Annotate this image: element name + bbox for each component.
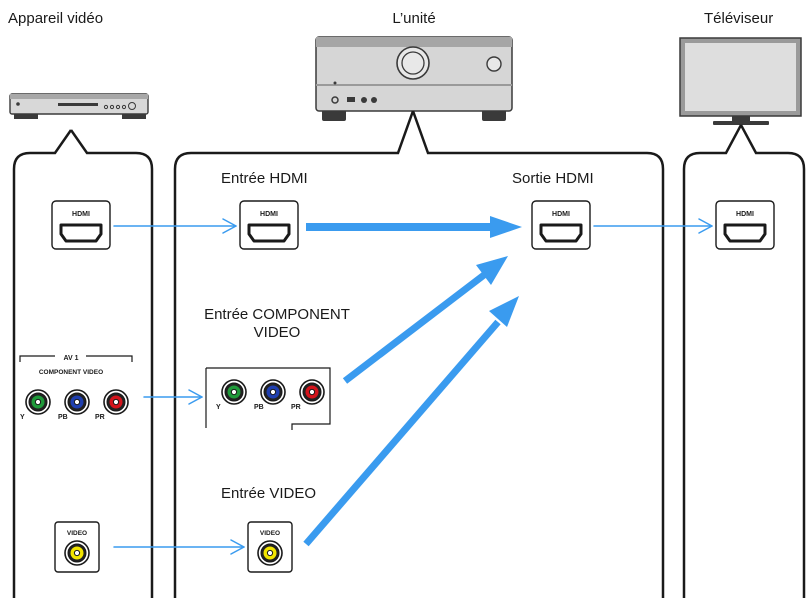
av1-label: AV 1 — [63, 355, 78, 362]
tv-hdmi-jack-label: HDMI — [736, 211, 754, 218]
av-receiver-icon — [315, 36, 513, 121]
unit-video-jack-label: VIDEO — [260, 530, 280, 537]
tv-hdmi-jack: HDMI — [714, 199, 776, 251]
component-video-label: COMPONENT VIDEO — [39, 369, 103, 376]
video-input-label: Entrée VIDEO — [221, 485, 317, 502]
unit-pb-label: PB — [254, 404, 264, 411]
tv-icon — [679, 37, 802, 125]
source-video-jack: VIDEO — [54, 521, 100, 573]
unit-hdmi-out-jack-label: HDMI — [552, 211, 570, 218]
hdmi-input-label: Entrée HDMI — [221, 170, 308, 187]
routing-arrow-hdmi — [306, 216, 522, 238]
unit-title: L’unité — [392, 10, 436, 27]
routing-arrow-component — [342, 256, 508, 384]
tv-panel — [682, 124, 806, 598]
cable-arrow-hdmi-source — [113, 218, 237, 234]
source-pb-label: PB — [58, 414, 68, 421]
hdmi-output-label: Sortie HDMI — [512, 170, 594, 187]
unit-video-jack: VIDEO — [247, 521, 293, 573]
source-video-jack-label: VIDEO — [67, 530, 87, 537]
source-hdmi-jack-label: HDMI — [72, 211, 90, 218]
cable-arrow-hdmi-tv — [593, 218, 713, 234]
source-pr-label: PR — [95, 414, 105, 421]
unit-hdmi-in-jack: HDMI — [238, 199, 300, 251]
video-player-icon — [9, 93, 149, 119]
unit-y-jack — [221, 379, 247, 405]
cable-arrow-component — [143, 389, 203, 405]
source-panel — [12, 129, 154, 598]
unit-hdmi-out-jack: HDMI — [530, 199, 592, 251]
unit-pb-jack — [260, 379, 286, 405]
source-y-label: Y — [20, 414, 25, 421]
cable-arrow-video — [113, 539, 245, 555]
video-device-title: Appareil vidéo — [8, 10, 104, 27]
source-pb-jack — [64, 389, 90, 415]
routing-arrow-video — [303, 296, 519, 547]
unit-pr-jack — [299, 379, 325, 405]
unit-component-video-panel: Y PB PR — [205, 367, 331, 430]
unit-panel — [173, 110, 665, 598]
tv-title: Téléviseur — [704, 10, 774, 27]
source-component-video-panel: AV 1 COMPONENT VIDEO Y PB PR — [19, 355, 133, 421]
unit-pr-label: PR — [291, 404, 301, 411]
source-hdmi-jack: HDMI — [50, 199, 112, 251]
source-pr-jack — [103, 389, 129, 415]
component-input-label-line2: VIDEO — [253, 324, 301, 341]
unit-hdmi-in-jack-label: HDMI — [260, 211, 278, 218]
component-input-label-line1: Entrée COMPONENT — [204, 306, 350, 323]
source-y-jack — [25, 389, 51, 415]
unit-y-label: Y — [216, 404, 221, 411]
component-input-label: Entrée COMPONENT VIDEO — [186, 306, 368, 342]
